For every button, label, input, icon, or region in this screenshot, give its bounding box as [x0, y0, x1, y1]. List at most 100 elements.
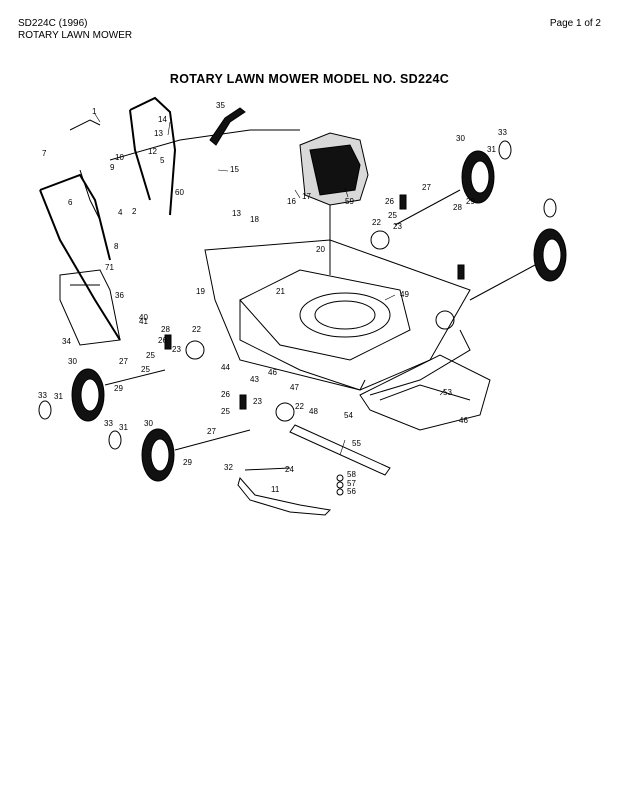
- wheel-front-left: [71, 368, 105, 422]
- deflector-rod: [244, 467, 291, 471]
- part-label: 21: [276, 287, 285, 296]
- part-label: 47: [290, 383, 299, 392]
- part-label: 33: [104, 419, 113, 428]
- hubcap-right: [543, 198, 557, 218]
- axle-top: [394, 189, 461, 226]
- grass-deflector: [237, 476, 332, 516]
- part-label: 53: [443, 388, 452, 397]
- lever-26-right: [457, 264, 465, 280]
- part-label: 31: [119, 423, 128, 432]
- part-label: 20: [316, 245, 325, 254]
- part-label: 29: [114, 384, 123, 393]
- part-label: 6: [68, 198, 73, 207]
- part-label: 46: [459, 416, 468, 425]
- handle-assembly: [39, 96, 300, 341]
- part-label: 40: [139, 313, 148, 322]
- part-label: 36: [115, 291, 124, 300]
- page-number-text: Page 1 of 2: [549, 18, 601, 29]
- part-label: 44: [221, 363, 230, 372]
- part-label: 28: [161, 325, 170, 334]
- part-label: 35: [216, 101, 225, 110]
- part-label: 41: [139, 317, 148, 326]
- part-label: 11: [271, 485, 280, 494]
- part-label: 25: [221, 407, 230, 416]
- part-label: 10: [115, 153, 124, 162]
- part-label: 30: [456, 134, 465, 143]
- part-label: 22: [295, 402, 304, 411]
- part-number-labels: 1 7 35 14 13 12 5 10 9 60 15 2 6 4 16 17…: [38, 101, 507, 496]
- part-label: 58: [347, 470, 356, 479]
- part-label: 46: [268, 368, 277, 377]
- part-label: 2: [132, 207, 137, 216]
- part-label: 16: [287, 197, 296, 206]
- part-label: 25: [388, 211, 397, 220]
- part-label: 8: [114, 242, 119, 251]
- hubcap-top: [498, 140, 512, 160]
- part-label: 27: [119, 357, 128, 366]
- axle-left: [104, 369, 166, 386]
- part-label: 25: [141, 365, 150, 374]
- part-label: 30: [144, 419, 153, 428]
- part-label: 56: [347, 487, 356, 496]
- part-label: 28: [453, 203, 462, 212]
- part-label: 25: [146, 351, 155, 360]
- part-label: 29: [183, 458, 192, 467]
- part-label: 18: [250, 215, 259, 224]
- part-label: 14: [158, 115, 167, 124]
- part-label: 43: [250, 375, 259, 384]
- part-label: 27: [207, 427, 216, 436]
- lever-26-bottom: [239, 394, 247, 410]
- part-label: 17: [302, 192, 311, 201]
- part-label: 32: [224, 463, 233, 472]
- part-label: 60: [175, 188, 184, 197]
- part-label: 12: [148, 147, 157, 156]
- part-label: 48: [309, 407, 318, 416]
- part-label: 71: [105, 263, 114, 272]
- part-label: 26: [385, 197, 394, 206]
- axle-bottom: [174, 429, 251, 451]
- adjuster-gear-right: [435, 310, 455, 330]
- blade: [289, 424, 391, 476]
- part-label: 30: [68, 357, 77, 366]
- part-label: 59: [345, 197, 354, 206]
- control-cable: [209, 107, 246, 146]
- axle-right: [469, 264, 536, 301]
- adjuster-gear-left: [185, 340, 205, 360]
- part-label: 23: [253, 397, 262, 406]
- lever-26-top: [399, 194, 407, 210]
- diagram-title: ROTARY LAWN MOWER MODEL NO. SD224C: [169, 72, 450, 86]
- wheel-rear-top: [461, 150, 495, 204]
- part-label: 26: [158, 336, 167, 345]
- leader-lines: [94, 113, 446, 456]
- part-label: 23: [393, 222, 402, 231]
- part-label: 7: [42, 149, 47, 158]
- mower-deck: [204, 239, 471, 396]
- part-label: 29: [466, 197, 475, 206]
- part-label: 9: [110, 163, 115, 172]
- hubcap-left: [38, 400, 52, 420]
- product-name-text: ROTARY LAWN MOWER: [18, 30, 133, 41]
- part-label: 22: [192, 325, 201, 334]
- part-label: 23: [172, 345, 181, 354]
- adjuster-gear-bottom: [275, 402, 295, 422]
- hubcap-bottom: [108, 430, 122, 450]
- adjuster-gear-top: [370, 230, 390, 250]
- part-label: 19: [196, 287, 205, 296]
- lever-26-left: [164, 334, 172, 350]
- part-label: 34: [62, 337, 71, 346]
- part-label: 54: [344, 411, 353, 420]
- part-label: 26: [221, 390, 230, 399]
- wheel-rear-right: [533, 228, 567, 282]
- rear-skirt: [359, 354, 491, 431]
- part-label: 33: [498, 128, 507, 137]
- part-label: 49: [400, 290, 409, 299]
- part-label: 13: [232, 209, 241, 218]
- part-label: 27: [422, 183, 431, 192]
- part-label: 24: [285, 465, 294, 474]
- part-label: 5: [160, 156, 165, 165]
- part-label: 13: [154, 129, 163, 138]
- part-label: 15: [230, 165, 239, 174]
- document-header-left: SD224C (1996) ROTARY LAWN MOWER: [18, 18, 132, 42]
- part-label: 1: [92, 107, 97, 116]
